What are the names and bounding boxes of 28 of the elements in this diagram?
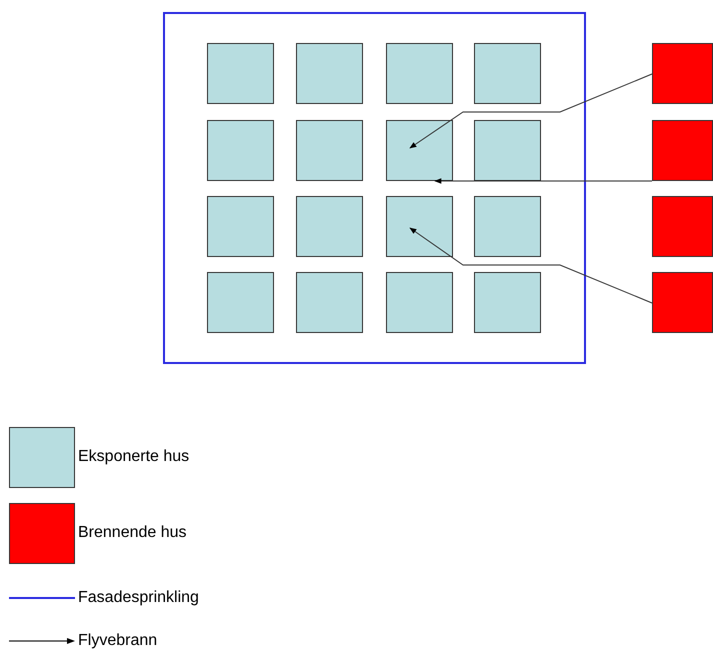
legend-label: Fasadesprinkling <box>78 590 199 606</box>
house-square <box>652 272 713 333</box>
house-square <box>296 120 363 181</box>
house-square <box>386 43 453 104</box>
house-square <box>474 43 541 104</box>
house-square <box>652 120 713 181</box>
arrow <box>434 178 652 184</box>
arrow <box>409 74 652 148</box>
house-square <box>474 272 541 333</box>
legend-label: Flyvebrann <box>78 633 158 649</box>
arrow <box>409 228 652 304</box>
house-square <box>296 43 363 104</box>
house-square <box>652 196 713 257</box>
house-square <box>386 196 453 257</box>
house-square <box>207 43 274 104</box>
house-square <box>386 120 453 181</box>
house-square <box>207 120 274 181</box>
house-square <box>386 272 453 333</box>
sprinkler-zone-outline <box>163 12 586 364</box>
house-square <box>207 272 274 333</box>
house-square <box>207 196 274 257</box>
legend-label: Eksponerte hus <box>78 449 190 465</box>
house-square <box>652 43 713 104</box>
legend-label: Brennende hus <box>78 525 187 541</box>
house-square <box>474 120 541 181</box>
house-square <box>296 196 363 257</box>
house-square <box>474 196 541 257</box>
house-square <box>296 272 363 333</box>
